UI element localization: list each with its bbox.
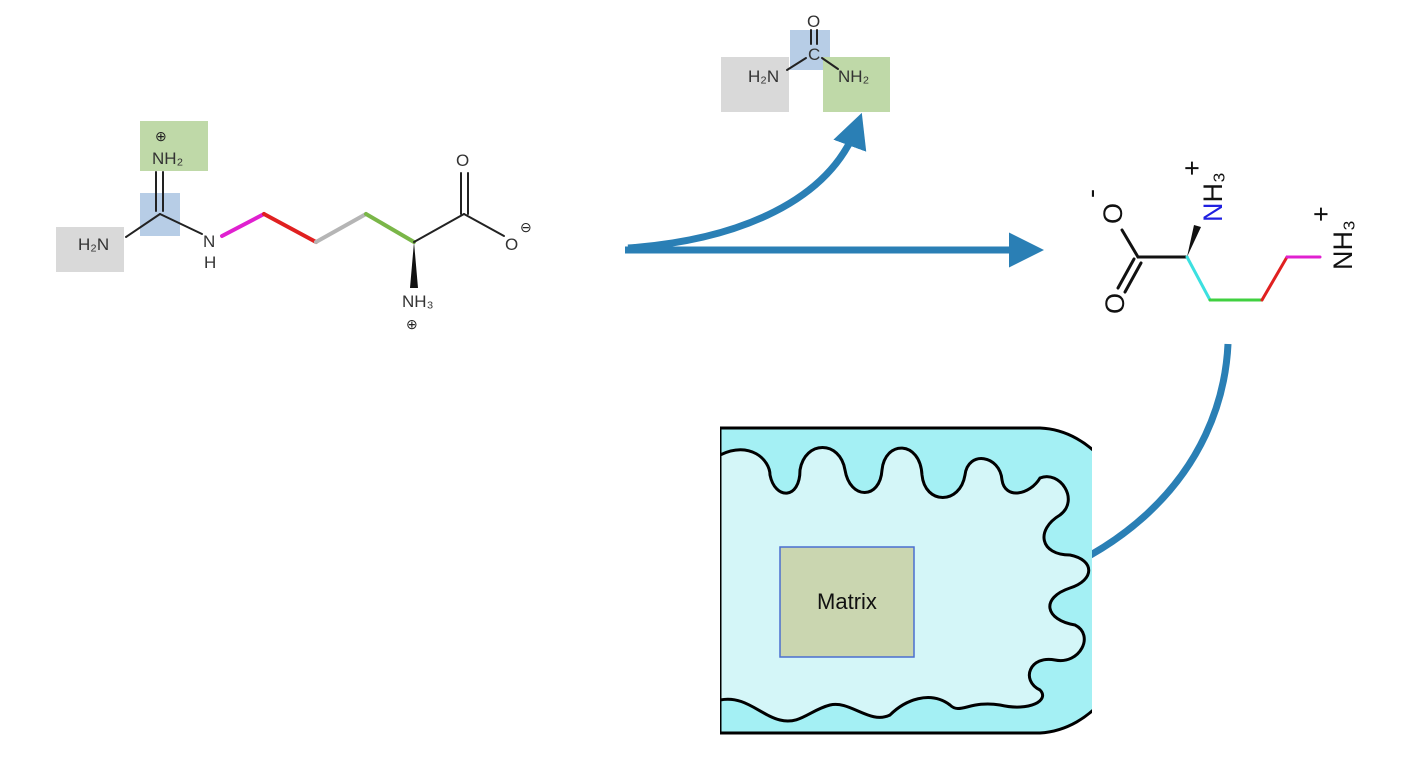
arginine-molecule: H₂N NH₂ ⊕ N H O O ⊖ NH₃ ⊕ xyxy=(56,121,532,332)
arginine-amine-plus: ⊕ xyxy=(406,316,418,332)
arginine-carboxylate-minus: ⊖ xyxy=(520,219,532,235)
orn-alpha-nh3-label: NH₃ xyxy=(1198,172,1228,222)
bond-c-nh2-left xyxy=(125,213,161,238)
guanidino-amine-highlight xyxy=(56,227,124,272)
arginine-carboxylate-o: O xyxy=(505,235,518,254)
urea-nh2-label: NH₂ xyxy=(838,67,869,86)
urea-release-arrow xyxy=(627,112,867,252)
bond-alpha-carboxyl xyxy=(413,213,465,243)
chain-bond-red xyxy=(262,212,318,244)
orn-wedge-alpha-amine xyxy=(1187,225,1201,257)
atom-glyph: N xyxy=(838,67,850,86)
urea-bond-left xyxy=(786,57,807,71)
orn-side-nh3-label: NH₃ xyxy=(1328,220,1358,270)
orn-bond-carboxyl-double-b xyxy=(1123,261,1143,294)
orn-alpha-n-glyph: N xyxy=(1198,203,1228,223)
atom-glyph: ₂ xyxy=(177,149,184,168)
atom-glyph: N xyxy=(767,67,779,86)
orn-bond-carboxyl-double-a xyxy=(1116,257,1136,290)
arginine-nh-h-label: H xyxy=(204,253,216,272)
chain-bond-magenta xyxy=(220,212,266,238)
mitochondrion: Matrix xyxy=(720,426,1092,735)
ornithine-molecule: O - O NH₃ + NH₃ + xyxy=(1076,160,1358,314)
guanidino-imine-highlight xyxy=(140,121,208,171)
orn-alpha-nh3-text: H₃ xyxy=(1198,172,1228,203)
atom-glyph: ₃ xyxy=(427,292,434,311)
arginine-guanidino-plus: ⊕ xyxy=(155,128,167,144)
arginine-h2n-label: H₂N xyxy=(78,235,109,254)
atom-glyph: ₂ xyxy=(760,67,767,86)
orn-chain-red xyxy=(1260,255,1289,302)
arginine-nh2-label: NH₂ xyxy=(152,149,183,168)
arginine-nh-n-label: N xyxy=(203,232,215,251)
atom-glyph: H xyxy=(414,292,426,311)
bond-carboxyl-single xyxy=(463,213,505,237)
orn-alpha-plus: + xyxy=(1177,160,1207,176)
atom-glyph: H xyxy=(748,67,760,86)
atom-glyph: H xyxy=(850,67,862,86)
urea-o-label: O xyxy=(807,12,820,31)
urea-amine-left-highlight xyxy=(721,57,789,112)
orn-bond-carboxyl-o-single xyxy=(1120,228,1140,259)
orn-chain-cyan xyxy=(1185,255,1212,302)
chain-bond-green xyxy=(364,212,416,244)
chain-bond-gray xyxy=(314,212,368,244)
orn-carbonyl-o: O xyxy=(1100,293,1130,314)
urea-h2n-label: H₂N xyxy=(748,67,779,86)
urea-molecule: O C H₂N NH₂ xyxy=(721,12,890,112)
matrix-label: Matrix xyxy=(817,589,877,614)
atom-glyph: ₂ xyxy=(90,235,97,254)
atom-glyph: N xyxy=(402,292,414,311)
orn-side-plus: + xyxy=(1306,206,1336,222)
atom-glyph: N xyxy=(152,149,164,168)
matrix-box xyxy=(779,546,915,658)
atom-glyph: H xyxy=(164,149,176,168)
arginine-nh3-label: NH₃ xyxy=(402,292,434,311)
orn-carboxylate-o: O xyxy=(1098,203,1128,224)
wedge-bond-alpha-amine xyxy=(410,242,418,288)
atom-glyph: H xyxy=(78,235,90,254)
atom-glyph: N xyxy=(97,235,109,254)
atom-glyph: ₂ xyxy=(863,67,870,86)
arginine-carbonyl-o: O xyxy=(456,151,469,170)
bond-c-nh-right xyxy=(159,213,203,235)
orn-carboxylate-minus: - xyxy=(1076,189,1106,198)
urea-bond-right xyxy=(821,57,839,70)
urea-c-label: C xyxy=(808,45,820,64)
